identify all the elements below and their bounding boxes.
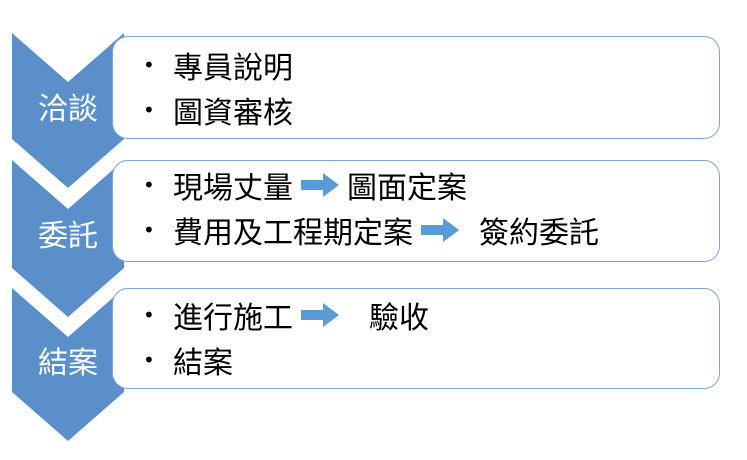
bullet: • — [143, 98, 155, 122]
bullet: • — [143, 53, 155, 77]
stage-2-box — [112, 160, 720, 262]
right-arrow-icon — [301, 173, 339, 197]
stage-2-item-2: • 費用及工程期定案 簽約委託 — [143, 210, 599, 251]
item-next-text: 圖面定案 — [347, 171, 467, 206]
stage-1-chevron — [12, 33, 124, 188]
stage-2-chevron — [12, 160, 124, 317]
stage-2-label: 委託 — [38, 219, 98, 254]
stage-1-box — [112, 36, 720, 139]
bullet: • — [143, 173, 155, 197]
item-text: 費用及工程期定案 — [173, 216, 413, 251]
bullet: • — [143, 348, 155, 372]
stage-3-item-1: • 進行施工 驗收 — [143, 295, 429, 336]
item-text: 結案 — [173, 346, 233, 381]
stage-1-item-2: • 圖資審核 — [143, 90, 293, 131]
item-text: 現場丈量 — [173, 171, 293, 206]
item-next-text: 驗收 — [369, 301, 429, 336]
item-text: 進行施工 — [173, 301, 293, 336]
stage-3-box — [112, 288, 720, 389]
stage-2-item-1: • 現場丈量 圖面定案 — [143, 165, 467, 206]
stage-1-item-1: • 專員說明 — [143, 45, 293, 86]
stage-3-item-2: • 結案 — [143, 340, 233, 381]
bullet: • — [143, 218, 155, 242]
item-next-text: 簽約委託 — [479, 216, 599, 251]
stage-3-label: 結案 — [38, 346, 98, 381]
item-text: 專員說明 — [173, 51, 293, 86]
right-arrow-icon — [421, 218, 459, 242]
item-text: 圖資審核 — [173, 96, 293, 131]
right-arrow-icon — [301, 303, 339, 327]
bullet: • — [143, 303, 155, 327]
stage-3-chevron — [12, 288, 124, 441]
stage-1-label: 洽談 — [38, 92, 98, 127]
